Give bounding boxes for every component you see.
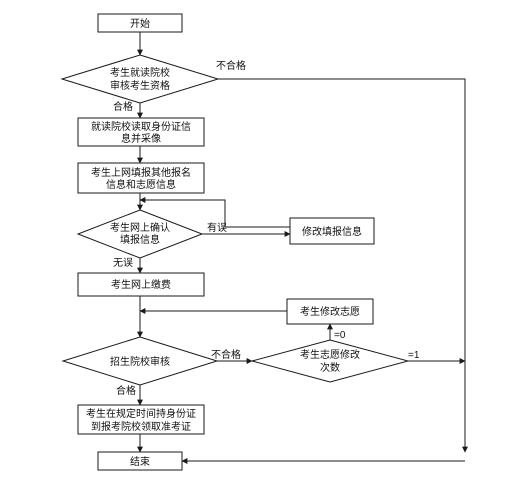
label-count-one: =1 [408, 350, 420, 361]
node-confirm-online-line2: 填报信息 [120, 233, 160, 246]
label-no-error: 无误 [113, 257, 133, 269]
node-get-ticket: 考生在规定时间持身份证 到报考院校领取准考证 [77, 404, 205, 435]
node-modify-info: 修改填报信息 [289, 217, 375, 245]
label-error: 有误 [207, 221, 227, 234]
node-confirm-online: 考生网上确认 填报信息 [76, 209, 204, 259]
node-admission-review: 招生院校审核 [61, 336, 219, 386]
node-collect-id: 就读院校读取身份证信 息并采像 [77, 117, 205, 147]
node-pay-online: 考生网上缴费 [77, 272, 205, 297]
node-review-qualification-line2: 审核考生资格 [110, 79, 170, 92]
node-modify-preference-label: 考生修改志愿 [300, 305, 360, 318]
node-online-register: 考生上网填报其他报名 信息和志愿信息 [77, 162, 205, 194]
node-preference-change-count: 考生志愿修改 次数 [250, 339, 410, 383]
label-fail-mid: 不合格 [211, 348, 241, 361]
node-preference-change-count-line2: 次数 [320, 361, 340, 374]
node-end: 结束 [97, 451, 183, 471]
label-count-zero: =0 [334, 330, 346, 341]
node-confirm-online-line1: 考生网上确认 [110, 221, 170, 234]
node-review-qualification-line1: 考生就读院校 [110, 66, 170, 79]
edge-modify-back [139, 197, 290, 228]
node-modify-preference: 考生修改志愿 [286, 298, 374, 325]
label-pass-2: 合格 [116, 384, 136, 397]
edge-labels: 不合格 合格 有误 无误 不合格 =0 =1 合格 [113, 59, 420, 397]
node-online-register-line2: 信息和志愿信息 [106, 178, 176, 191]
node-review-qualification: 考生就读院校 审核考生资格 [60, 54, 220, 104]
label-fail-top: 不合格 [216, 59, 246, 72]
node-start: 开始 [97, 13, 183, 33]
node-admission-review-label: 招生院校审核 [110, 355, 170, 368]
node-get-ticket-line1: 考生在规定时间持身份证 [86, 407, 196, 420]
node-pay-online-label: 考生网上缴费 [111, 278, 171, 291]
node-preference-change-count-line1: 考生志愿修改 [300, 348, 360, 361]
node-online-register-line1: 考生上网填报其他报名 [91, 166, 191, 179]
edge-review-fail [218, 78, 468, 453]
label-pass-1: 合格 [113, 100, 133, 113]
edges [137, 32, 468, 464]
node-modify-info-label: 修改填报信息 [302, 225, 362, 238]
node-get-ticket-line2: 到报考院校领取准考证 [91, 420, 191, 433]
node-collect-id-line1: 就读院校读取身份证信 [91, 120, 191, 133]
node-collect-id-line2: 息并采像 [121, 132, 161, 145]
node-end-label: 结束 [130, 455, 150, 468]
node-start-label: 开始 [130, 17, 150, 30]
